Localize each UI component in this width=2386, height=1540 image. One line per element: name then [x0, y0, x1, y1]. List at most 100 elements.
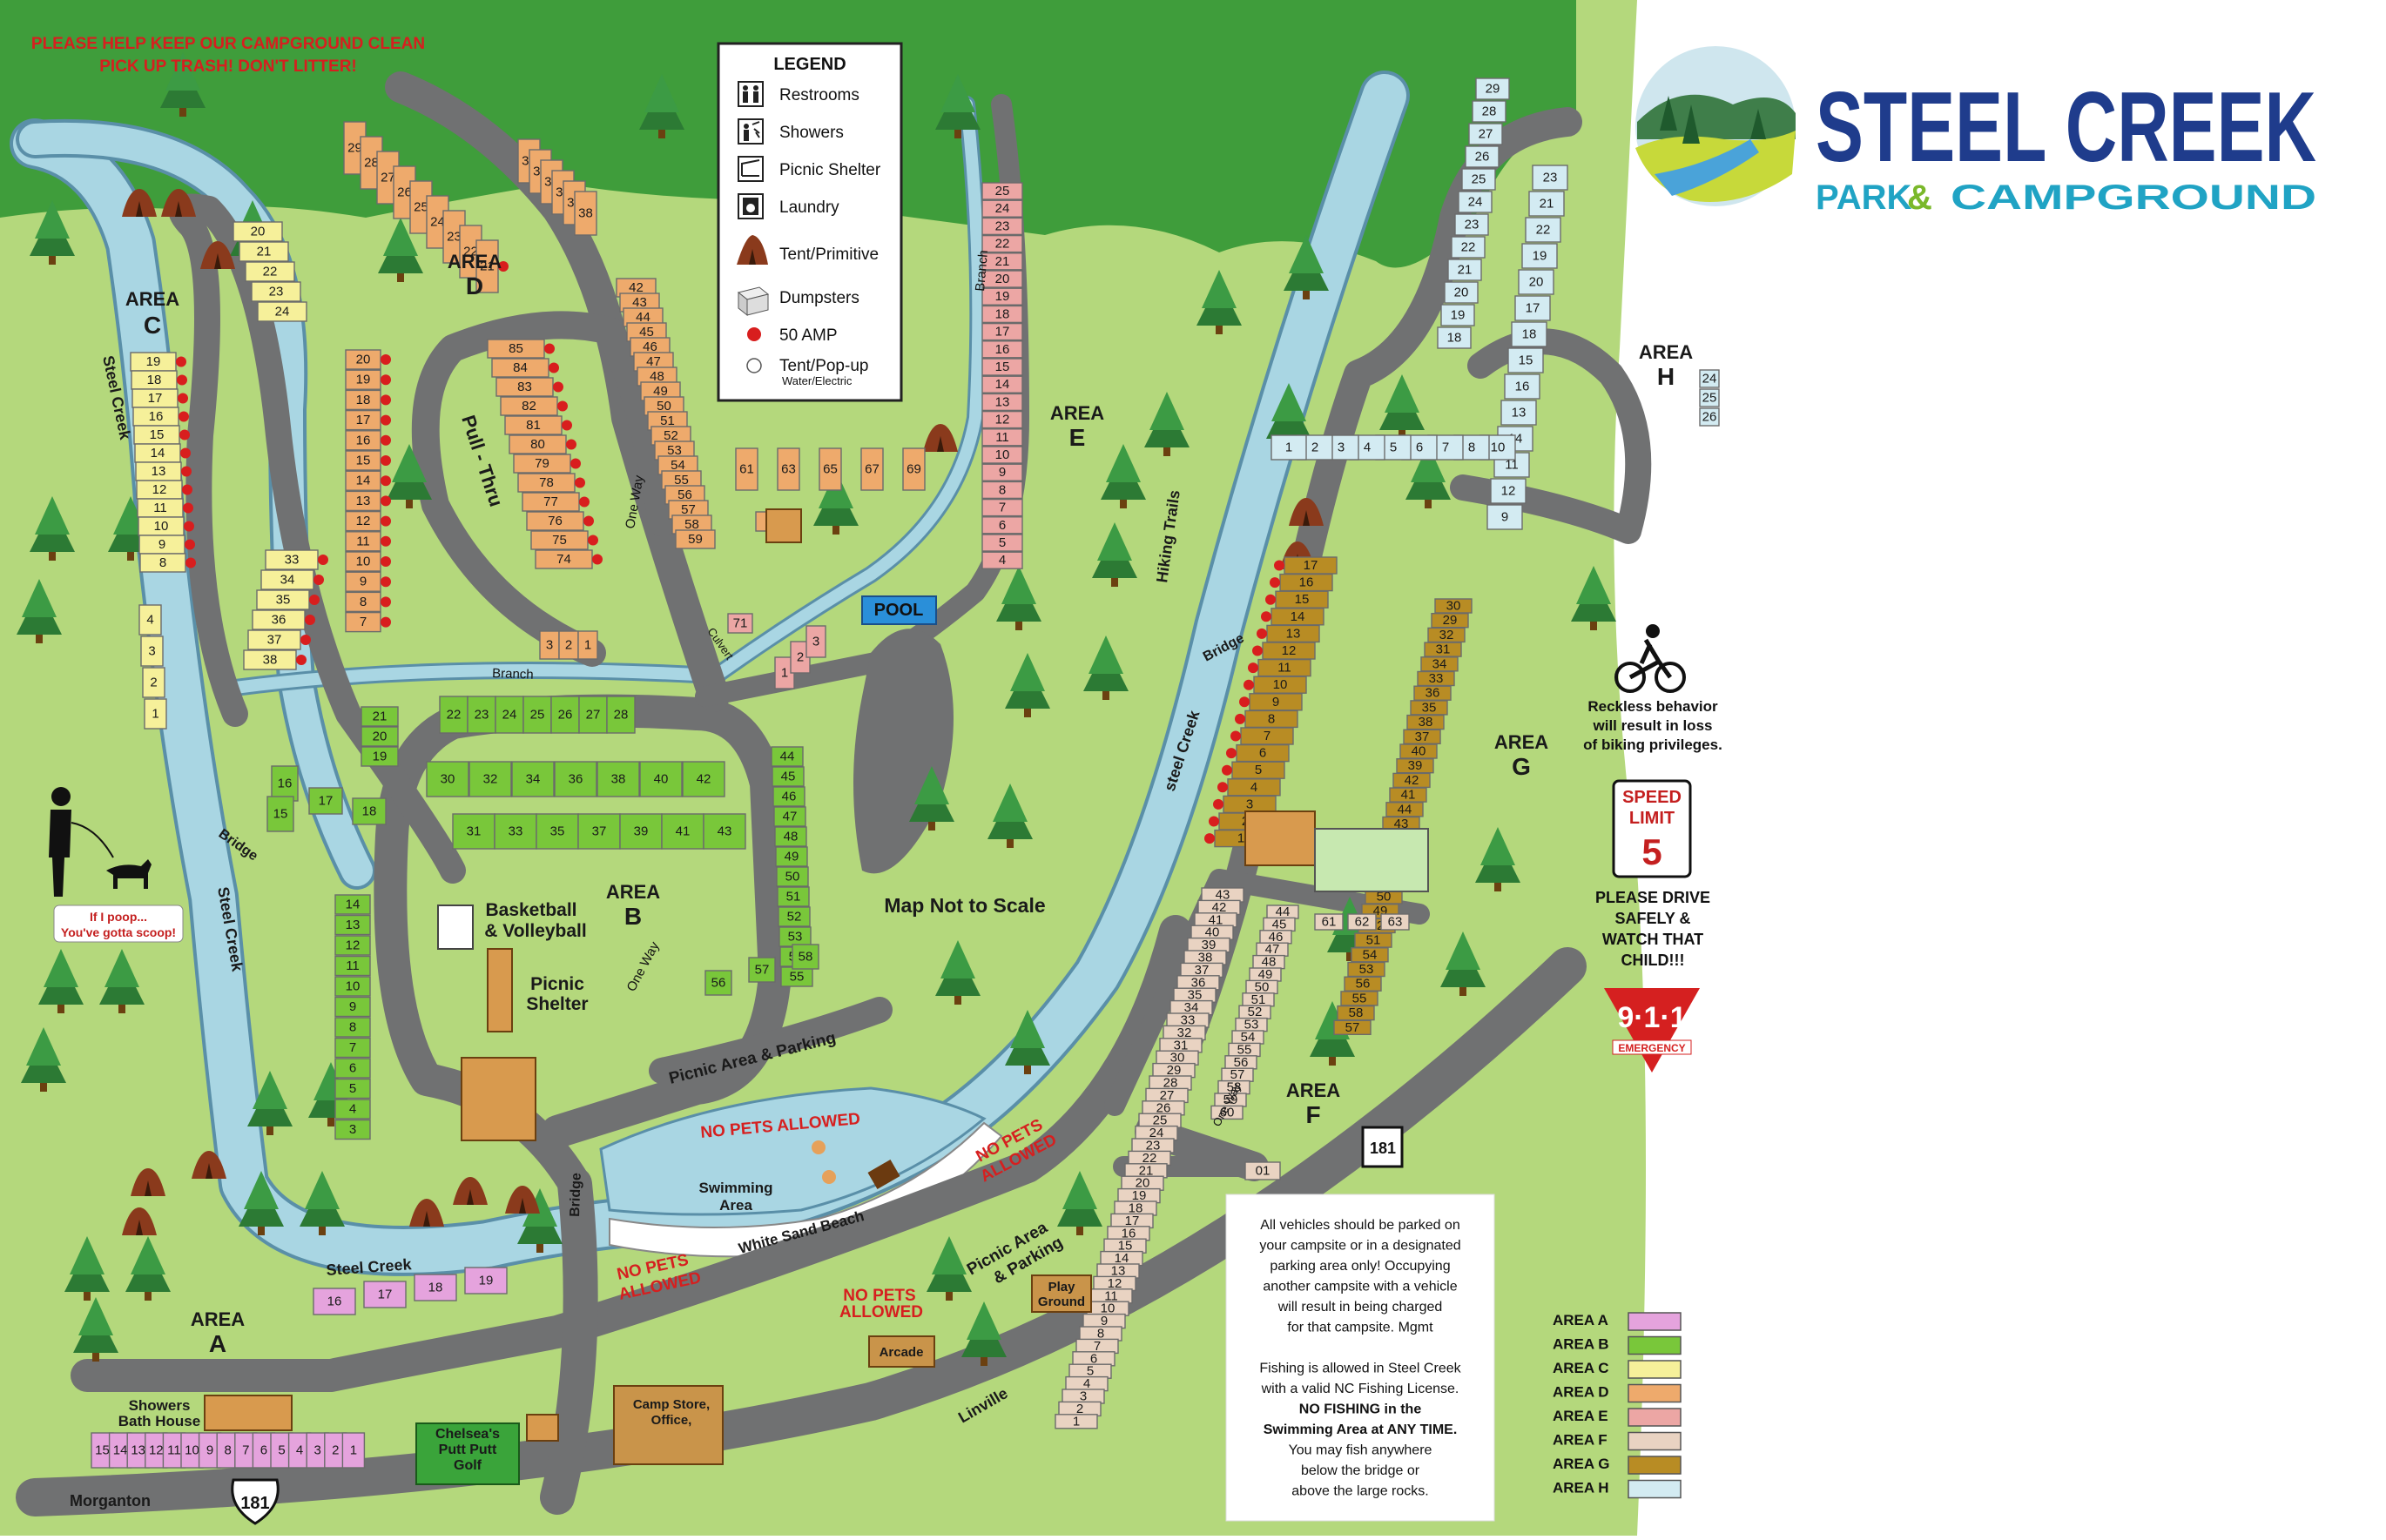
campsite[interactable]: 31 — [1159, 1038, 1203, 1053]
campsite[interactable]: 21 — [981, 252, 1023, 271]
campsite[interactable]: 23 — [1131, 1138, 1175, 1153]
campsite[interactable]: 7 — [334, 1037, 371, 1059]
campsite[interactable]: 15 — [1265, 590, 1329, 609]
campsite[interactable]: 18 — [1511, 321, 1547, 347]
campsite[interactable]: 16 — [1504, 373, 1540, 400]
campsite[interactable]: 30 — [1434, 598, 1473, 614]
campsite[interactable]: 18 — [352, 797, 387, 825]
campsite[interactable]: 19 — [1440, 304, 1475, 326]
campsite[interactable]: 35 — [1173, 987, 1217, 1003]
campsite[interactable]: 3 — [1213, 795, 1277, 814]
campsite[interactable]: 32 — [1163, 1025, 1206, 1041]
campsite[interactable]: 13 — [334, 914, 371, 936]
campsite[interactable]: 17 — [1110, 1213, 1154, 1229]
campsite[interactable]: 29 — [1152, 1062, 1196, 1079]
campsite[interactable]: 25 — [1461, 168, 1496, 191]
campsite[interactable]: 22 — [1525, 217, 1561, 243]
campsite[interactable]: 28 — [606, 696, 636, 734]
campsite[interactable]: 19 — [981, 287, 1023, 306]
campsite[interactable]: 42 — [682, 761, 725, 797]
campsite[interactable]: 18 — [345, 389, 391, 411]
campsite[interactable]: 19 — [345, 369, 391, 390]
campsite[interactable]: 9 — [1486, 504, 1523, 530]
campsite[interactable]: 36 — [1176, 975, 1220, 991]
campsite[interactable]: 8 — [981, 481, 1023, 500]
campsite[interactable]: 30 — [426, 761, 469, 797]
campsite[interactable]: 5 — [1222, 761, 1285, 779]
campsite[interactable]: 57 — [668, 500, 709, 520]
campsite[interactable]: 7 — [1230, 727, 1294, 745]
campsite[interactable]: 16 — [345, 430, 391, 451]
campsite[interactable]: 1 — [577, 630, 598, 660]
campsite[interactable]: 28 — [1149, 1075, 1192, 1091]
campsite[interactable]: 44 — [623, 307, 664, 327]
campsite[interactable]: 58 — [792, 944, 819, 970]
campsite[interactable]: 35 — [1410, 700, 1448, 716]
campsite[interactable]: 85 — [487, 339, 555, 359]
campsite[interactable]: 9 — [345, 571, 391, 592]
campsite[interactable]: 14 — [334, 894, 371, 915]
campsite[interactable]: 31 — [1424, 642, 1462, 657]
campsite[interactable]: 11 — [334, 955, 371, 977]
campsite[interactable]: 7 — [981, 498, 1023, 517]
campsite[interactable]: 5 — [334, 1078, 371, 1100]
campsite[interactable]: 62 — [1347, 913, 1377, 931]
campsite[interactable]: 44 — [771, 746, 804, 767]
campsite[interactable]: 21 — [361, 706, 399, 727]
campsite[interactable]: 3 — [140, 636, 164, 667]
campsite[interactable]: 29 — [1431, 613, 1469, 629]
campsite[interactable]: 16 — [981, 340, 1023, 359]
campsite[interactable]: 31 — [452, 813, 495, 850]
campsite[interactable]: 21 — [475, 239, 509, 293]
campsite[interactable]: 37 — [1403, 729, 1441, 744]
campsite[interactable]: 38 — [574, 191, 597, 236]
campsite[interactable]: 16 — [132, 407, 189, 427]
campsite[interactable]: 18 — [131, 370, 187, 390]
campsite[interactable]: 20 — [345, 349, 391, 370]
campsite[interactable]: 11 — [1248, 658, 1311, 677]
campsite[interactable]: 46 — [630, 337, 671, 357]
campsite[interactable]: 24 — [1699, 369, 1720, 388]
campsite[interactable]: 12 — [1490, 478, 1527, 504]
campsite[interactable]: 25 — [522, 696, 552, 734]
campsite[interactable]: 33 — [265, 549, 328, 570]
campsite[interactable]: 45 — [1263, 917, 1296, 931]
campsite[interactable]: 8 — [345, 591, 391, 613]
campsite[interactable]: 10 — [981, 446, 1023, 464]
campsite[interactable]: 60 — [1210, 1105, 1244, 1120]
campsite[interactable]: 17 — [345, 409, 391, 431]
campsite[interactable]: 57 — [1333, 1019, 1372, 1036]
campsite[interactable]: 52 — [1238, 1005, 1271, 1019]
campsite[interactable]: 12 — [136, 480, 192, 500]
campsite[interactable]: 39 — [1396, 758, 1434, 774]
campsite[interactable]: 41 — [1389, 787, 1427, 803]
campsite[interactable]: 13 — [135, 461, 192, 481]
campsite[interactable]: 9 — [138, 535, 195, 555]
campsite[interactable]: 33 — [494, 813, 537, 850]
campsite[interactable]: 12 — [334, 935, 371, 956]
campsite[interactable]: 16 — [271, 765, 299, 802]
campsite[interactable]: 15 — [345, 450, 391, 471]
campsite[interactable]: 39 — [619, 813, 663, 850]
campsite[interactable]: 84 — [491, 358, 559, 378]
campsite[interactable]: 1 — [341, 1432, 366, 1469]
campsite[interactable]: 7 — [345, 611, 391, 633]
campsite[interactable]: 37 — [247, 629, 311, 650]
campsite[interactable]: 21 — [1528, 191, 1565, 217]
campsite[interactable]: 11 — [981, 428, 1023, 447]
campsite[interactable]: 8 — [334, 1017, 371, 1038]
campsite[interactable]: 42 — [1197, 899, 1241, 916]
campsite[interactable]: 17 — [363, 1281, 407, 1308]
campsite[interactable]: 6 — [334, 1058, 371, 1079]
campsite[interactable]: 3 — [334, 1119, 371, 1140]
campsite[interactable]: 56 — [704, 970, 732, 996]
campsite[interactable]: 53 — [654, 440, 695, 461]
campsite[interactable]: 36 — [1413, 685, 1452, 701]
campsite[interactable]: 48 — [774, 826, 807, 847]
campsite[interactable]: 44 — [1385, 802, 1424, 817]
campsite[interactable]: 16 — [313, 1288, 356, 1315]
campsite[interactable]: 29 — [1475, 77, 1510, 100]
campsite[interactable]: 20 — [1121, 1175, 1164, 1191]
campsite[interactable]: 5 — [981, 534, 1023, 552]
campsite[interactable]: 19 — [361, 746, 399, 767]
